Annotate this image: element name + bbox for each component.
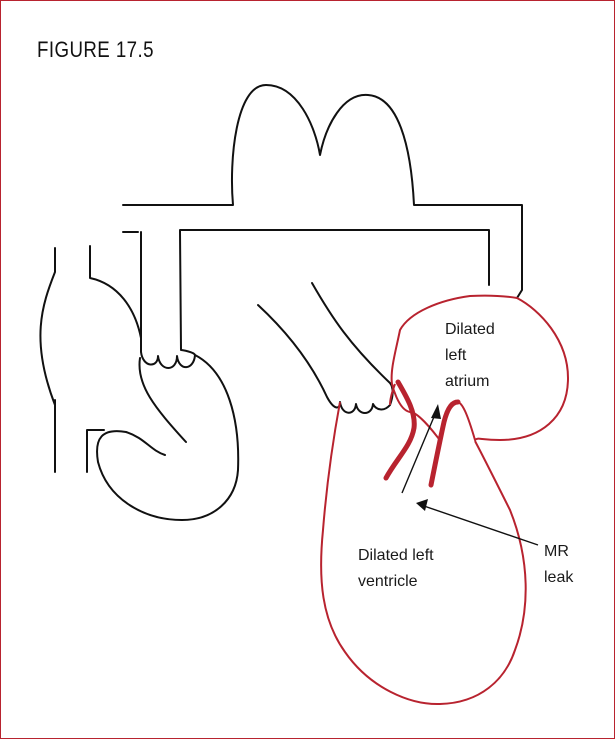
label-atrium-line-2: left [445,347,467,364]
vena-cava-lower [55,400,104,472]
right-ventricle [97,355,238,520]
label-ventricle-line-2: ventricle [358,573,418,590]
dilated-left-ventricle [321,384,526,704]
pulmonary-trunk-inner [123,230,489,285]
arrows [402,412,538,545]
dilated-left-atrium [392,296,568,440]
label-ventricle-line-1: Dilated left [358,547,434,564]
pulmonary-artery [258,283,393,413]
label-atrium-line-1: Dilated [445,321,495,338]
vena-cava-left-line [40,248,55,405]
vena-cava-right-line [90,246,141,338]
aortic-root [141,232,195,368]
flow-arrow-head [431,404,441,419]
label-mr-leak-line-2: leak [544,569,574,586]
mr-leak-arrow-line [424,506,538,545]
mr-leak-arrow-head [416,499,428,511]
aortic-arch [123,85,522,298]
heart-outline [40,85,522,520]
label-mr-leak-line-1: MR [544,543,569,560]
label-atrium-line-3: atrium [445,373,489,390]
